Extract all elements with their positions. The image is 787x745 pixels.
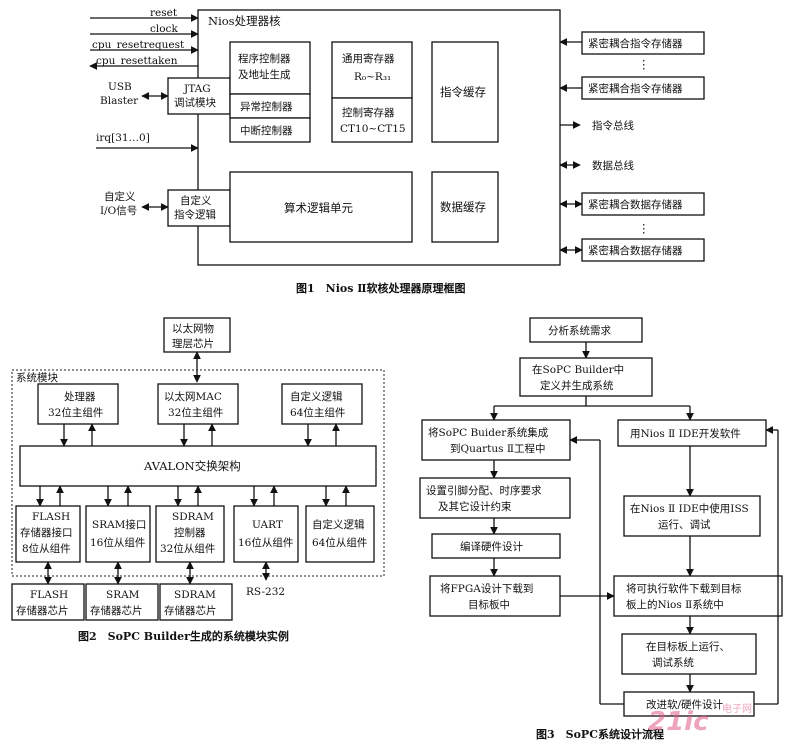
svg-text:电子网: 电子网 [722,702,752,715]
step-run-label: 在目标板上运行、调试系统 [646,640,730,669]
avalon-fabric-label: AVALON交换架构 [143,459,241,473]
svg-text:紧密耦合指令存储器: 紧密耦合指令存储器 [588,37,683,50]
tc-data-mem-1: 紧密耦合数据存储器 [559,192,705,216]
alu-box [229,171,413,243]
irq-label: irq[31…0] [96,132,150,144]
icache-label: 指令缓存 [440,85,486,99]
figure3: 分析系统需求 在SoPC Builder中定义并生成系统 将SoPC Buide… [419,317,783,741]
instr-bus-label: 指令总线 [592,119,634,132]
tc-instr-mem-2: 紧密耦合指令存储器 [559,76,705,100]
step-download-sw [613,575,783,617]
exception-controller-label: 异常控制器 [240,100,293,113]
figure1: Nios处理器核 reset clock cpu_resetrequest cp… [89,7,705,295]
tc-data-mem-2: 紧密耦合数据存储器 [559,238,705,262]
step-run [621,633,757,675]
step-define-label: 在SoPC Builder中定义并生成系统 [532,363,624,392]
figure3-caption: 图3 SoPC系统设计流程 [536,727,664,741]
eth-phy-label: 以太网物理层芯片 [172,322,214,350]
control-register-box [331,97,413,143]
step-pins-label: 设置引脚分配、时序要求及其它设计约束 [426,484,542,513]
step-define [519,357,653,397]
dots-data: ⋮ [638,221,650,235]
step-improve [623,691,755,717]
pc-controller-label: 程序控制器及地址生成 [238,52,291,81]
cpu-resetrequest-label: cpu_resetrequest [92,39,185,51]
figure1-caption: 图1 Nios Ⅱ软核处理器原理框图 [296,281,466,295]
svg-text:紧密耦合数据存储器: 紧密耦合数据存储器 [588,244,683,257]
nios-core-title: Nios处理器核 [208,14,281,28]
clock-label: clock [150,23,178,35]
step-compile-label: 编译硬件设计 [460,540,523,553]
step-iss [623,495,761,537]
rs232-label: RS-232 [246,586,285,598]
custom-instr-logic-box [167,189,231,227]
step-improve-label: 改进软/硬件设计 [646,698,724,711]
custom-instr-logic-label: 自定义指令逻辑 [174,194,216,221]
system-module-label: 系统模块 [16,371,58,384]
svg-text:紧密耦合数据存储器: 紧密耦合数据存储器 [588,198,683,211]
dots-instr: ⋮ [638,57,650,71]
svg-text:紧密耦合指令存储器: 紧密耦合指令存储器 [588,82,683,95]
exception-controller-box [229,93,311,119]
step-compile [431,533,561,559]
interrupt-controller-box [229,117,311,143]
step-download-sw-label: 将可执行软件下载到目标板上的Nios Ⅱ系统中 [626,582,742,611]
figure2-caption: 图2 SoPC Builder生成的系统模块实例 [78,629,289,643]
icache-box [431,41,499,143]
pc-controller-box [229,41,311,95]
step-download-fpga-label: 将FPGA设计下载到目标板中 [440,582,533,611]
dcache-label: 数据缓存 [440,200,486,214]
data-bus-label: 数据总线 [592,159,634,172]
step-download-fpga [429,575,561,617]
gpr-box [331,41,413,99]
cpu-resettaken-label: cpu_resettaken [96,55,178,67]
interrupt-controller-label: 中断控制器 [240,124,293,137]
step-ide-label: 用Nios Ⅱ IDE开发软件 [630,427,741,440]
reset-label: reset [150,7,178,19]
system-module-box [11,369,385,577]
step-analyze-label: 分析系统需求 [548,324,611,337]
watermark-logo: 21ic 电子网 [648,702,752,737]
eth-phy-box [163,317,231,353]
alu-label: 算术逻辑单元 [284,201,353,215]
step-analyze [529,317,643,343]
step-pins [419,477,571,519]
tc-instr-mem-1: 紧密耦合指令存储器 [559,31,705,55]
step-integrate-label: 将SoPC Buider系统集成到Quartus Ⅱ工程中 [428,426,549,455]
dcache-box [431,171,499,243]
svg-text:21ic: 21ic [648,707,709,737]
